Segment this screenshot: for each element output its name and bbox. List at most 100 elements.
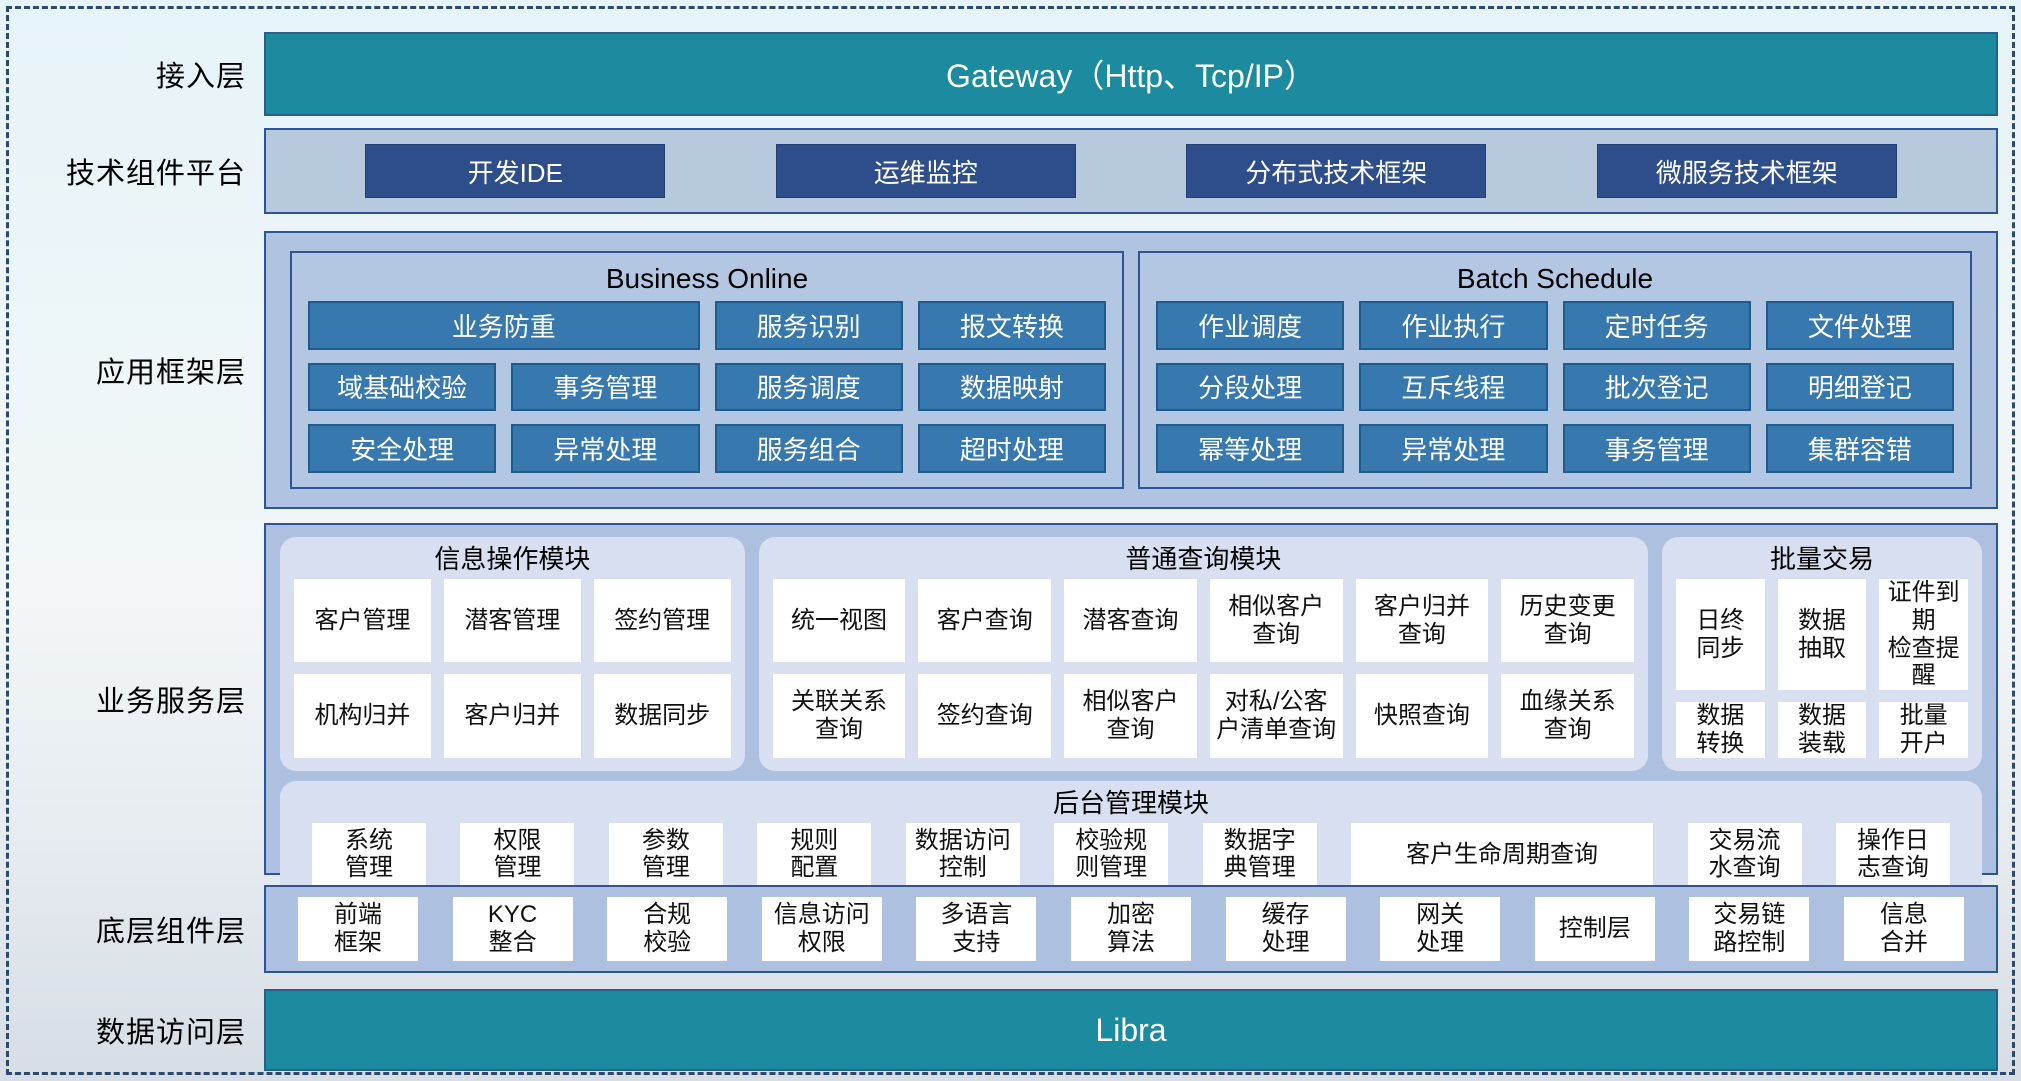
service-cell: 证件到期 检查提醒 (1879, 579, 1968, 691)
tech-item-dev-ide: 开发IDE (365, 144, 666, 198)
layer-label-tech: 技术组件平台 (65, 158, 246, 190)
gateway-bar: Gateway（Http、Tcp/IP） (264, 32, 1998, 116)
batch-schedule-grid: 作业调度 作业执行 定时任务 文件处理 分段处理 互斥线程 批次登记 明细登记 … (1156, 301, 1954, 473)
base-cell: 缓存 处理 (1225, 897, 1346, 961)
bo-block: 域基础校验 (308, 362, 497, 412)
bs-block: 作业执行 (1359, 301, 1548, 350)
service-cell: 批量 开户 (1879, 702, 1968, 758)
tech-item-ops-monitor: 运维监控 (775, 144, 1076, 198)
service-cell: 历史变更 查询 (1501, 579, 1635, 663)
info-operation-panel: 信息操作模块 客户管理 潜客管理 签约管理 机构归并 客户归并 数据同步 (280, 537, 745, 771)
business-online-grid: 业务防重 服务识别 报文转换 域基础校验 事务管理 服务调度 数据映射 安全处理… (308, 301, 1106, 473)
service-cell: 客户管理 (294, 579, 431, 663)
common-query-panel: 普通查询模块 统一视图 客户查询 潜客查询 相似客户 查询 客户归并 查询 历史… (758, 537, 1649, 771)
bo-block: 服务识别 (714, 301, 903, 350)
admin-cell: 操作日 志查询 (1835, 822, 1950, 886)
admin-cell: 规则 配置 (757, 822, 872, 886)
batch-schedule-box: Batch Schedule 作业调度 作业执行 定时任务 文件处理 分段处理 … (1138, 251, 1972, 489)
bs-block: 批次登记 (1562, 362, 1751, 412)
business-service-box: 信息操作模块 客户管理 潜客管理 签约管理 机构归并 客户归并 数据同步 (264, 523, 1998, 899)
bs-block: 分段处理 (1156, 362, 1345, 412)
bo-block: 报文转换 (917, 301, 1106, 350)
row-tech-platform: 技术组件平台 开发IDE 运维监控 分布式技术框架 微服务技术框架 (10, 128, 2011, 214)
service-cell: 潜客查询 (1064, 579, 1197, 663)
admin-cell: 交易流 水查询 (1687, 822, 1802, 886)
row-data-access: 数据访问层 Libra (10, 989, 2011, 1071)
bs-block: 定时任务 (1562, 301, 1751, 350)
service-cell: 对私/公客 户清单查询 (1209, 674, 1343, 758)
common-query-grid: 统一视图 客户查询 潜客查询 相似客户 查询 客户归并 查询 历史变更 查询 关… (772, 579, 1635, 758)
base-cell: 交易链 路控制 (1689, 897, 1810, 961)
admin-cell: 客户生命周期查询 (1351, 822, 1654, 886)
bo-block: 业务防重 (308, 301, 700, 350)
bo-block: 安全处理 (308, 424, 497, 473)
admin-module-panel: 后台管理模块 系统 管理 权限 管理 参数 管理 规则 配置 数据访问 控制 校… (280, 780, 1982, 899)
bs-block: 文件处理 (1765, 301, 1954, 350)
admin-module-title: 后台管理模块 (1052, 787, 1209, 818)
bo-block: 超时处理 (917, 424, 1106, 473)
base-cell: 信息 合并 (1843, 897, 1964, 961)
batch-schedule-title: Batch Schedule (1456, 263, 1654, 294)
layer-label-base: 底层组件层 (95, 916, 246, 948)
service-cell: 快照查询 (1355, 674, 1489, 758)
app-framework-box: Business Online 业务防重 服务识别 报文转换 域基础校验 事务管… (264, 231, 1998, 509)
base-cell: 前端 框架 (298, 897, 418, 961)
bs-block: 集群容错 (1765, 424, 1954, 473)
info-operation-grid: 客户管理 潜客管理 签约管理 机构归并 客户归并 数据同步 (294, 579, 731, 758)
tech-platform-box: 开发IDE 运维监控 分布式技术框架 微服务技术框架 (264, 128, 1998, 214)
service-cell: 统一视图 (772, 579, 906, 663)
service-cell: 关联关系 查询 (772, 674, 906, 758)
service-cell: 潜客管理 (443, 579, 581, 663)
row-access-layer: 接入层 Gateway（Http、Tcp/IP） (10, 32, 2011, 116)
service-cell: 数据 转换 (1676, 702, 1765, 758)
service-cell: 数据 抽取 (1777, 579, 1867, 691)
bo-block: 服务组合 (714, 424, 903, 473)
batch-trade-title: 批量交易 (1770, 544, 1875, 574)
service-cell: 日终 同步 (1676, 579, 1765, 691)
service-cell: 机构归并 (294, 674, 431, 758)
bs-block: 互斥线程 (1359, 362, 1548, 412)
base-cell: 合规 校验 (607, 897, 728, 961)
bo-block: 服务调度 (714, 362, 903, 412)
layer-label-access: 接入层 (155, 61, 246, 93)
row-app-framework: 应用框架层 Business Online 业务防重 服务识别 报文转换 域基础… (10, 231, 2011, 509)
layer-label-data: 数据访问层 (95, 1017, 246, 1049)
layer-label-service: 业务服务层 (95, 686, 246, 718)
business-online-box: Business Online 业务防重 服务识别 报文转换 域基础校验 事务管… (290, 251, 1124, 489)
admin-cell: 权限 管理 (460, 822, 575, 886)
batch-trade-grid: 日终 同步 数据 抽取 证件到期 检查提醒 数据 转换 数据 装载 批量 开户 (1676, 579, 1968, 758)
bs-block: 幂等处理 (1156, 424, 1345, 473)
service-cell: 数据 装载 (1777, 702, 1867, 758)
bs-block: 明细登记 (1765, 362, 1954, 412)
base-cell: KYC 整合 (452, 897, 573, 961)
service-cell: 签约查询 (918, 674, 1052, 758)
service-cell: 客户归并 (443, 674, 581, 758)
business-online-title: Business Online (605, 263, 809, 294)
admin-cell: 数据字 典管理 (1202, 822, 1317, 886)
base-components-box: 前端 框架 KYC 整合 合规 校验 信息访问 权限 多语言 支持 加密 算法 … (264, 885, 1998, 973)
layer-label-app: 应用框架层 (95, 357, 246, 389)
bs-block: 事务管理 (1562, 424, 1751, 473)
gateway-title: Gateway（Http、Tcp/IP） (946, 58, 1316, 94)
info-operation-title: 信息操作模块 (434, 544, 591, 574)
admin-cell: 参数 管理 (608, 822, 723, 886)
service-cell: 签约管理 (593, 579, 731, 663)
row-business-service: 业务服务层 信息操作模块 客户管理 潜客管理 签约管理 机构归并 客户归并 (10, 523, 2011, 899)
batch-trade-panel: 批量交易 日终 同步 数据 抽取 证件到期 检查提醒 数据 转换 数据 装载 批… (1662, 537, 1982, 771)
admin-module-row: 系统 管理 权限 管理 参数 管理 规则 配置 数据访问 控制 校验规 则管理 … (294, 822, 1968, 886)
common-query-title: 普通查询模块 (1125, 544, 1282, 574)
layer-rows: 接入层 Gateway（Http、Tcp/IP） 技术组件平台 开发IDE 运维… (10, 10, 2011, 1071)
service-cell: 血缘关系 查询 (1501, 674, 1635, 758)
libra-title: Libra (1095, 1011, 1167, 1048)
service-cell: 客户查询 (918, 579, 1052, 663)
base-cell: 多语言 支持 (916, 897, 1037, 961)
admin-cell: 校验规 则管理 (1054, 822, 1169, 886)
service-cell: 客户归并 查询 (1355, 579, 1489, 663)
tech-item-distributed-framework: 分布式技术框架 (1186, 144, 1487, 198)
base-cell: 控制层 (1534, 897, 1655, 961)
service-top-panels: 信息操作模块 客户管理 潜客管理 签约管理 机构归并 客户归并 数据同步 (280, 537, 1982, 771)
service-cell: 数据同步 (593, 674, 731, 758)
bo-block: 事务管理 (511, 362, 700, 412)
libra-bar: Libra (264, 989, 1998, 1071)
